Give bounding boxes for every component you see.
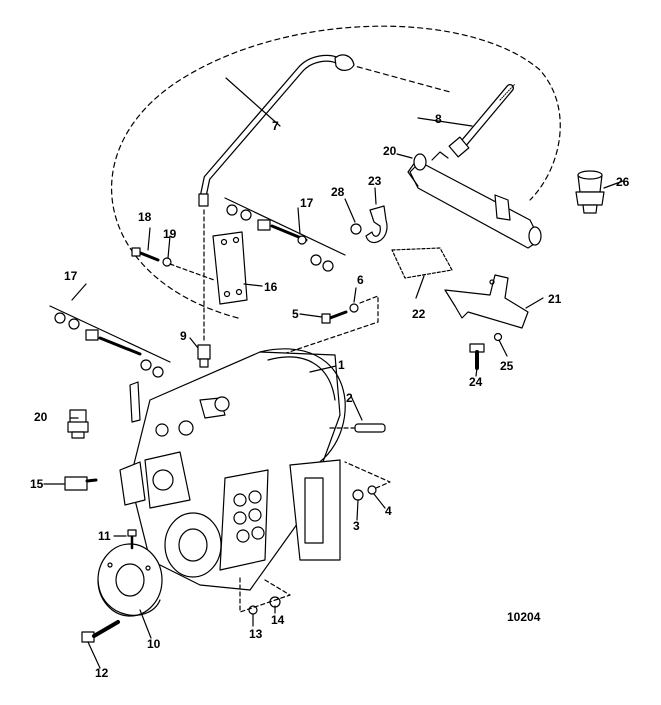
hardware-17-upper [224,197,346,272]
sensor-20 [67,409,89,439]
washer-4 [367,485,377,495]
callout-25: 24 [469,375,483,389]
dashed-routing-line [339,61,451,93]
callout-19: 19 [163,227,177,241]
callout-3: 3 [353,519,360,533]
pipe-8 [448,83,516,158]
fitting-9 [197,209,211,368]
clamp-24 [365,205,388,243]
callout-14: 14 [271,613,285,627]
callout-6: 6 [357,273,364,287]
callout-26: 25 [500,359,514,373]
coupler-10 [97,543,163,617]
callout-28: 28 [331,185,345,199]
washer-19 [162,257,172,267]
callout-1: 1 [338,358,345,372]
callout-21: 20 [383,144,397,158]
callout-15: 15 [30,477,44,491]
hardware-17-lower [49,305,171,378]
bolt-5 [328,310,348,320]
figure-number: 10204 [507,610,541,624]
callout-2: 2 [346,391,353,405]
callout-9: 9 [180,329,187,343]
pad-23 [391,247,453,279]
pin-2 [329,423,386,433]
washer-26 [493,332,503,342]
leader-lines [43,77,624,669]
callout-16: 16 [264,280,278,294]
callout-18: 18 [138,210,152,224]
cooler-21 [407,151,542,249]
nut-3 [352,489,364,501]
callout-10: 10 [147,637,161,651]
callout-11: 11 [98,529,111,543]
dashed-routing-line [111,25,561,319]
callout-4: 4 [385,504,392,518]
callout-22: 21 [548,292,562,306]
pipe-7 [198,54,355,207]
bolt-12 [81,620,120,643]
bolt-18 [136,250,160,262]
sensor-15 [64,476,98,491]
callout-7: 7 [272,119,279,133]
callout-27: 26 [616,175,630,189]
transmission-housing-1 [119,348,346,591]
callout-23: 22 [412,307,426,321]
callout-17-upper: 17 [300,196,314,210]
callout-24: 23 [368,174,382,188]
washer-6 [349,303,359,313]
callout-20: 20 [34,410,48,424]
nut-28 [350,223,362,235]
callout-12: 12 [95,666,109,680]
callout-17-lower: 17 [64,269,78,283]
callout-5: 5 [292,307,299,321]
bolt-25 [469,343,485,370]
bracket-22 [444,274,529,329]
sensor-27 [575,170,605,214]
callout-13: 13 [249,627,263,641]
callout-8: 8 [435,112,442,126]
plate-16 [212,231,248,305]
